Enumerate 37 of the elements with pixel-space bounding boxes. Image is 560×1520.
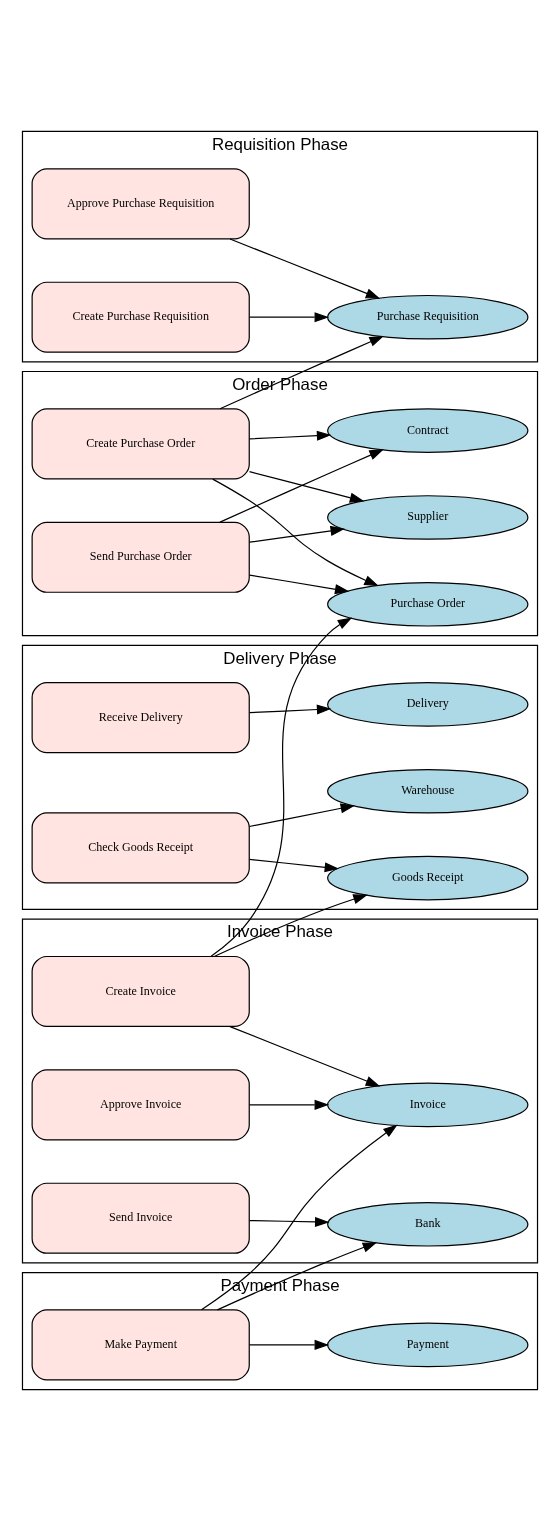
arrow (212, 478, 379, 586)
arrow (248, 430, 332, 441)
arrow (248, 525, 345, 543)
arrow (248, 858, 340, 872)
node-box: Send Purchase Order (31, 521, 250, 593)
arrow (248, 1339, 330, 1350)
arrow (248, 311, 330, 322)
arrow (229, 237, 381, 299)
node-ellipse: Payment (327, 1322, 529, 1367)
node-ellipse: Purchase Requisition (327, 294, 529, 340)
arrow (219, 448, 384, 523)
node-ellipse: Delivery (327, 681, 529, 727)
arrow (216, 1241, 378, 1310)
arrow (200, 1124, 398, 1310)
arrow (248, 1099, 330, 1110)
node-box: Create Purchase Requisition (31, 281, 250, 353)
arrow (229, 1025, 381, 1086)
arrow (248, 703, 332, 715)
node-ellipse: Contract (327, 407, 529, 453)
arrow (210, 617, 353, 957)
arrow (248, 802, 356, 827)
node-box: Check Goods Receipt (31, 811, 250, 884)
node-box: Approve Purchase Requisition (31, 167, 250, 239)
node-ellipse: Invoice (327, 1082, 529, 1127)
node-box: Create Invoice (31, 955, 250, 1027)
node-ellipse: Bank (327, 1201, 529, 1247)
node-box: Receive Delivery (31, 681, 250, 753)
node-box: Create Purchase Order (31, 407, 250, 479)
arrow (219, 335, 384, 409)
node-box: Approve Invoice (31, 1068, 250, 1140)
node-box: Send Invoice (31, 1182, 250, 1254)
arrow (248, 470, 365, 503)
node-ellipse: Goods Receipt (327, 855, 529, 900)
arrow (248, 1216, 330, 1227)
node-box: Make Payment (31, 1308, 250, 1380)
arrow (214, 893, 368, 957)
arrow (248, 573, 350, 594)
